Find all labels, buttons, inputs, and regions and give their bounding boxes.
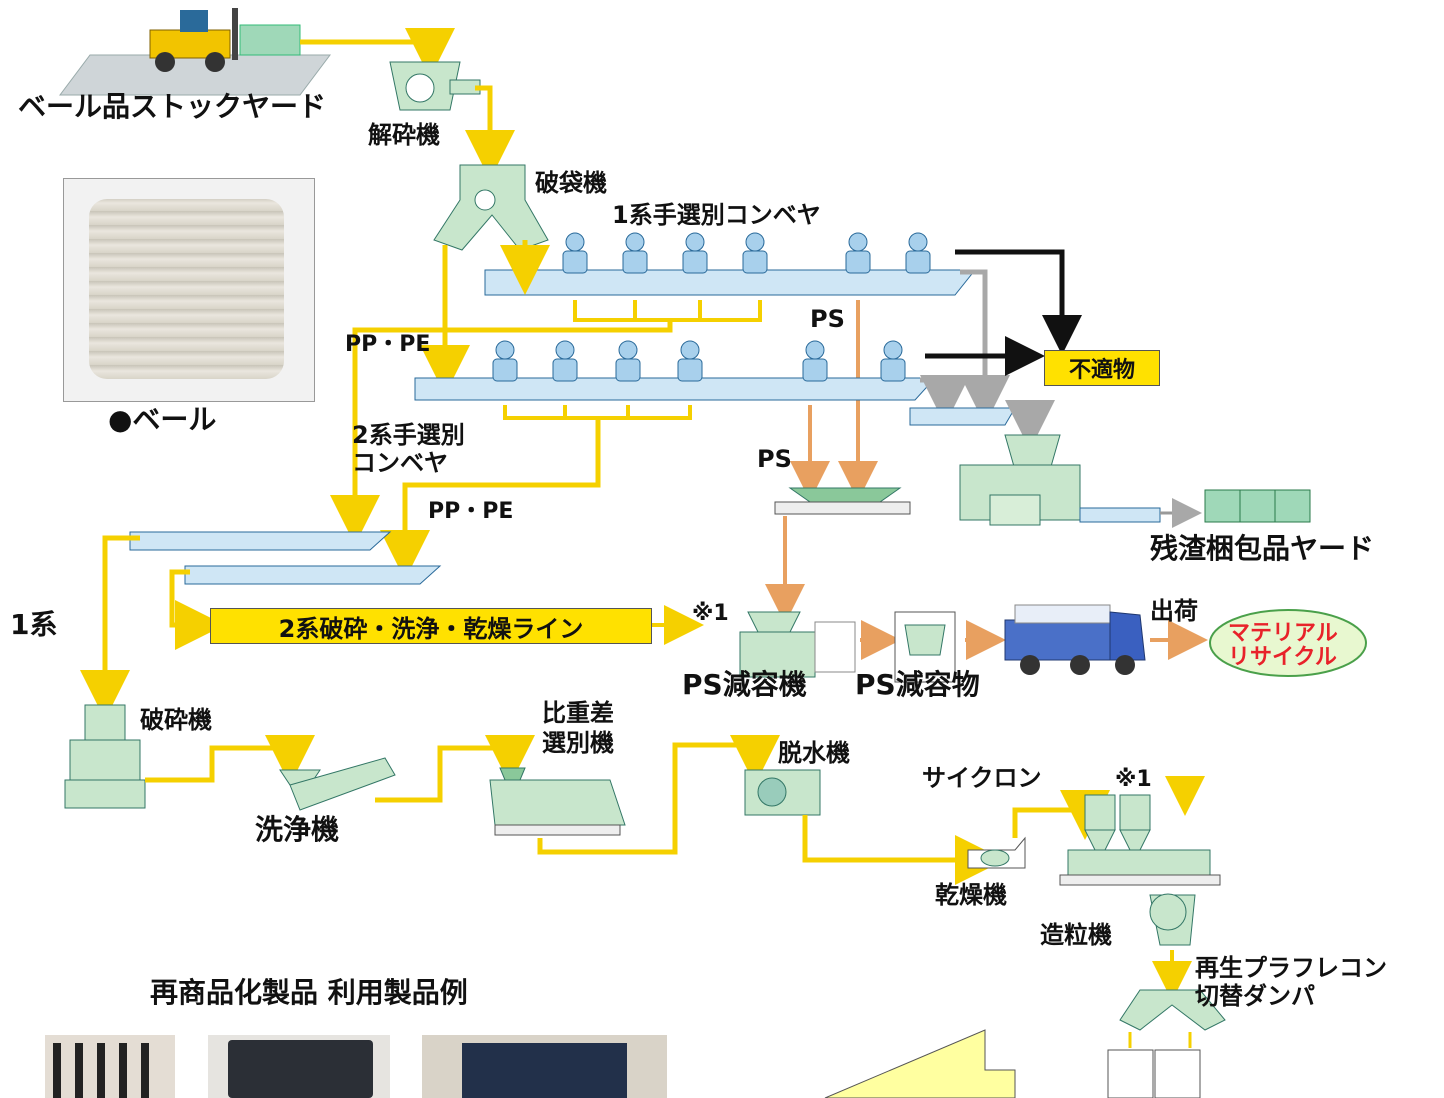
label-line1: 1系 xyxy=(10,608,58,641)
line2-feed-conveyor-icon xyxy=(184,565,442,585)
residue-conveyor-icon xyxy=(909,407,1016,426)
label-line2-conveyor-a: 2系手選別 xyxy=(352,421,465,449)
bale-photo xyxy=(63,178,315,402)
product-photo-stakes xyxy=(45,1035,175,1098)
ps-hopper-icon xyxy=(774,487,911,515)
worker-icons-line1 xyxy=(562,232,931,274)
label-dryer: 乾燥機 xyxy=(935,881,1007,909)
ps-reducer-icon xyxy=(739,611,856,678)
label-line1-conveyor: 1系手選別コンベヤ xyxy=(612,201,821,229)
label-pp-pe-2: PP・PE xyxy=(428,499,514,524)
label-ps-mid: PS xyxy=(757,445,792,473)
line1-feed-conveyor-icon xyxy=(129,531,392,551)
products-title: 再商品化製品 利用製品例 xyxy=(150,976,468,1009)
line2-process-box: 2系破砕・洗浄・乾燥ライン xyxy=(210,608,652,644)
label-note-2: ※1 xyxy=(1115,767,1152,792)
label-residue-yard: 残渣梱包品ヤード xyxy=(1150,532,1375,565)
worker-icons-line2 xyxy=(492,340,906,382)
label-material-recycle-a: マテリアル xyxy=(1228,621,1338,646)
label-line2-conveyor-b: コンベヤ xyxy=(352,449,448,477)
product-photo-planter xyxy=(208,1035,390,1098)
label-bale-caption: ●ベール xyxy=(108,403,217,436)
forklift-icon xyxy=(59,8,331,96)
label-unbaling-crusher: 解砕機 xyxy=(368,121,440,149)
cyclone-icon xyxy=(1084,794,1151,851)
label-dehydrator: 脱水機 xyxy=(778,739,850,767)
line2-conveyor-icon xyxy=(414,377,937,401)
label-bale-stockyard: ベール品ストックヤード xyxy=(18,90,327,123)
truck-icon xyxy=(1004,604,1146,675)
product-photo-pallet xyxy=(422,1035,667,1098)
density-separator-icon xyxy=(489,767,626,836)
label-note-1: ※1 xyxy=(692,601,729,626)
label-pp-pe-1: PP・PE xyxy=(345,332,431,357)
label-shredder: 破砕機 xyxy=(140,706,212,734)
label-density-sep-b: 選別機 xyxy=(542,729,614,757)
label-ps-reduced: PS減容物 xyxy=(855,668,980,701)
label-ps-reducer: PS減容機 xyxy=(682,668,807,701)
callout-shape xyxy=(824,1029,1016,1098)
label-cyclone: サイクロン xyxy=(922,764,1042,792)
shredder-icon xyxy=(64,704,146,809)
bag-breaker-icon xyxy=(433,164,549,251)
label-material-recycle-b: リサイクル xyxy=(1228,645,1337,670)
material-recycle-badge xyxy=(1209,609,1367,677)
label-damper-b: 切替ダンパ xyxy=(1195,982,1315,1010)
label-pelletizer: 造粒機 xyxy=(1040,921,1112,949)
residue-baler-icon xyxy=(959,434,1161,526)
residue-bales-icon xyxy=(1204,489,1311,523)
switching-damper-icon xyxy=(1119,989,1226,1031)
label-bag-breaker: 破袋機 xyxy=(535,169,607,197)
flexible-container-icons xyxy=(1107,1049,1201,1098)
label-washer: 洗浄機 xyxy=(255,813,340,846)
ps-reduced-product-icon xyxy=(894,611,956,683)
label-ps-top: PS xyxy=(810,305,845,333)
pelletizer-icon xyxy=(1059,849,1221,946)
dryer-icon xyxy=(967,836,1026,869)
dehydrator-icon xyxy=(744,769,821,816)
unsuitable-box: 不適物 xyxy=(1044,350,1160,386)
label-damper-a: 再生プラフレコン xyxy=(1195,954,1387,982)
unbaling-crusher-icon xyxy=(389,61,481,111)
line1-conveyor-icon xyxy=(484,269,977,296)
washer-icon xyxy=(279,757,396,811)
label-density-sep-a: 比重差 xyxy=(542,699,614,727)
label-shipping: 出荷 xyxy=(1150,597,1198,625)
